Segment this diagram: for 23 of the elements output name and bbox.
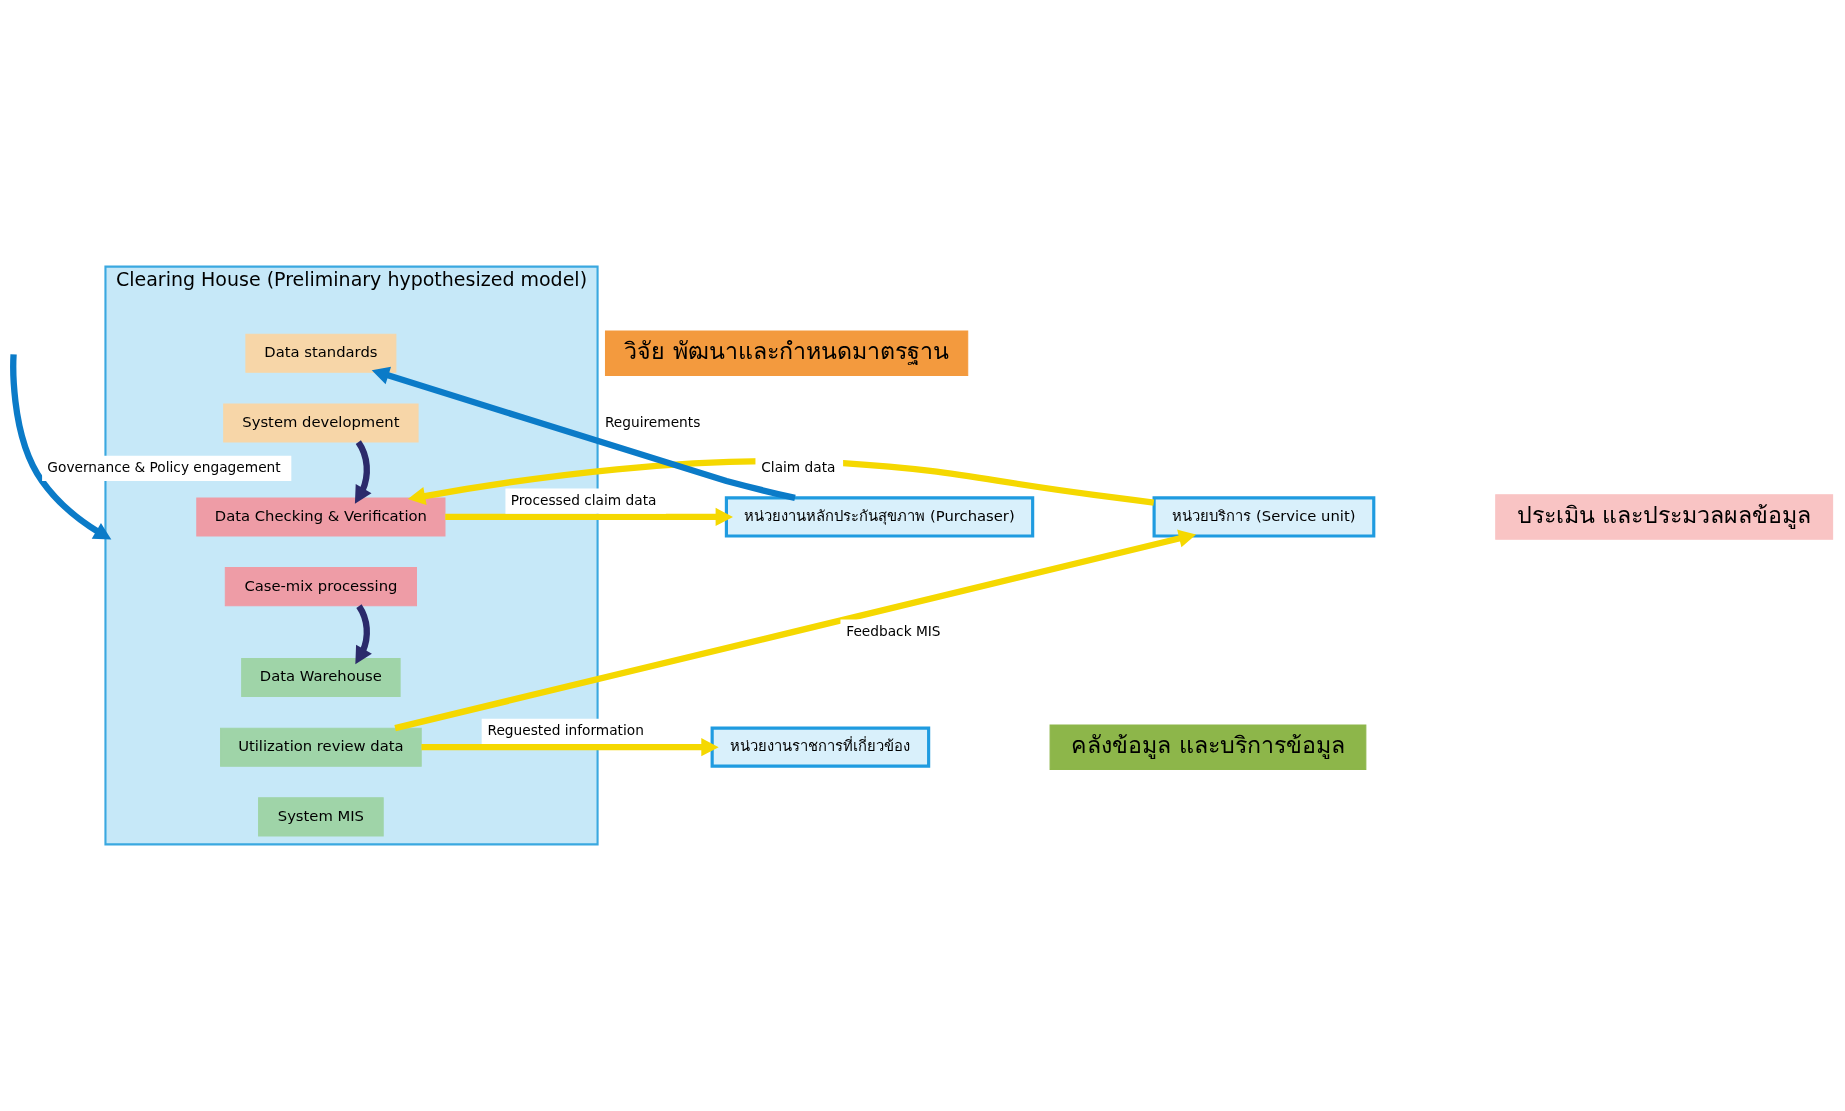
node-box: หน่วยบริการ (Service unit) <box>1152 496 1376 538</box>
arrow <box>10 354 112 540</box>
node-box: หน่วยงานราชการที่เกี่ยวข้อง <box>710 726 931 768</box>
node-box: Data Checking & Verification <box>196 497 446 537</box>
edge-label: Feedback MIS <box>846 622 941 639</box>
node-box: Utilization review data <box>220 727 422 767</box>
node-box: Data Warehouse <box>241 657 401 697</box>
node-box: คลังข้อมูล และบริการข้อมูล <box>1049 724 1367 770</box>
arrow <box>355 604 372 665</box>
node-box: วิจัย พัฒนาและกำหนดมาตรฐาน <box>604 330 969 376</box>
arrow <box>371 366 796 501</box>
arrow <box>421 738 719 757</box>
arrow <box>354 440 372 504</box>
arrow <box>394 529 1197 732</box>
node-box: หน่วยงานหลักประกันสุขภาพ (Purchaser) <box>724 496 1035 538</box>
edge-label: Claim data <box>761 458 836 475</box>
node-box: System development <box>223 403 419 443</box>
arrow <box>445 507 733 527</box>
node-box: Case-mix processing <box>224 567 417 607</box>
node-box: ประเมิน และประมวลผลข้อมูล <box>1495 494 1834 540</box>
node-box: System MIS <box>258 797 384 837</box>
edge-label: Reguirements <box>604 413 701 430</box>
node-box: Data standards <box>245 333 397 373</box>
